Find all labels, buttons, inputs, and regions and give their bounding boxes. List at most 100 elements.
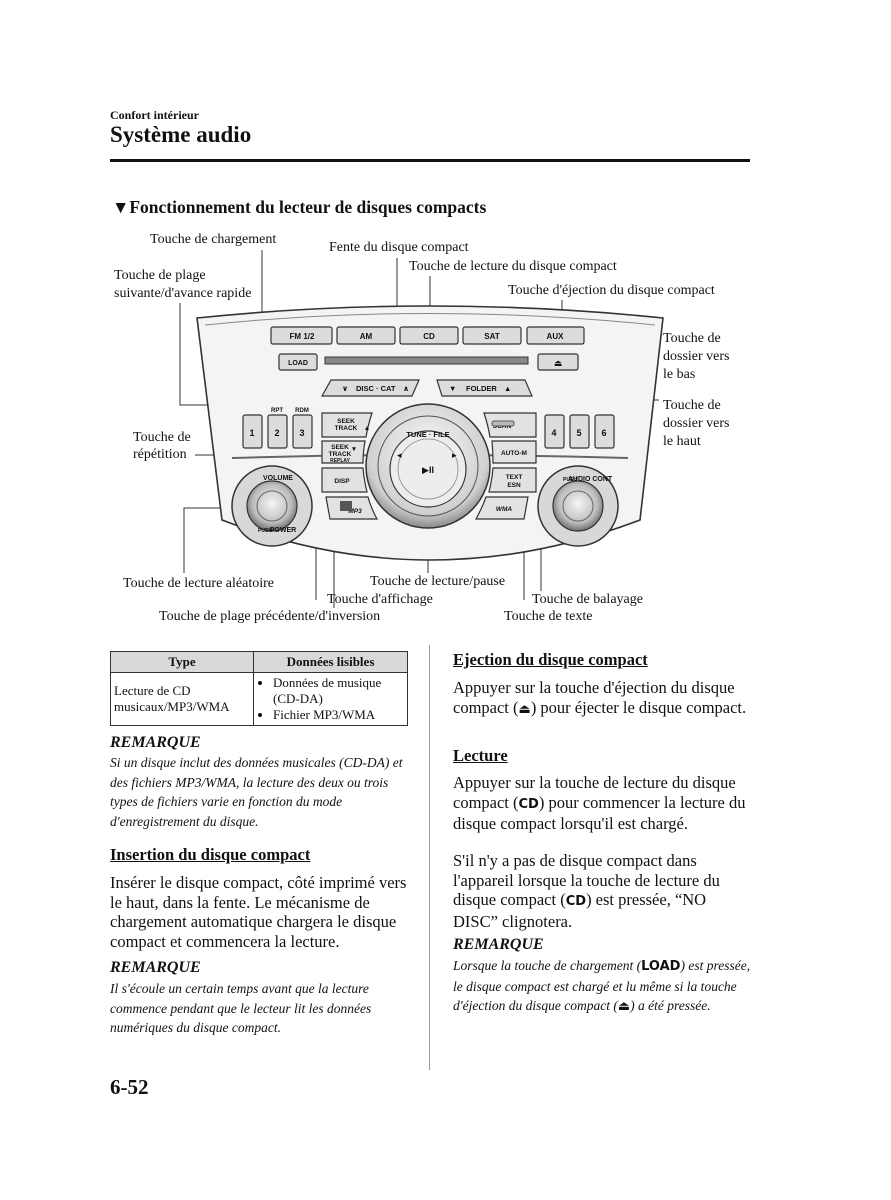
callout-play-pause: Touche de lecture/pause bbox=[370, 574, 506, 589]
play-body: Appuyer sur la touche de lecture du disq… bbox=[453, 773, 746, 833]
section-kicker: Confort intérieur bbox=[110, 108, 199, 122]
disp-button[interactable] bbox=[321, 467, 368, 493]
tune-file-label: TUNE · FILE bbox=[406, 430, 449, 439]
triangle-down-icon: ▼ bbox=[112, 197, 130, 217]
dial-right-arrow-icon: ▸ bbox=[452, 450, 457, 460]
auto-m-label: AUTO-M bbox=[501, 450, 527, 457]
preset-4-button[interactable] bbox=[544, 414, 565, 449]
preset-1-button[interactable] bbox=[242, 414, 263, 449]
folder-label: FOLDER bbox=[466, 384, 497, 393]
callout-folder-down-1: Touche de bbox=[663, 331, 721, 346]
section-heading: ▼Fonctionnement du lecteur de disques co… bbox=[112, 197, 487, 217]
eject-heading: Ejection du disque compact bbox=[453, 650, 648, 669]
callout-track-down: Touche de plage précédente/d'inversion bbox=[159, 609, 381, 624]
scan-indicator bbox=[491, 420, 515, 427]
preset-3-label: 3 bbox=[299, 428, 304, 438]
remark-3-body: Lorsque la touche de chargement (LOAD) e… bbox=[453, 958, 751, 1014]
disc-cat-label: DISC · CAT bbox=[356, 384, 396, 393]
disc-cat-down-icon: ∨ bbox=[342, 384, 348, 393]
callout-cd-play: Touche de lecture du disque compact bbox=[409, 259, 617, 274]
aux-button[interactable] bbox=[526, 326, 585, 345]
cd-icon: CD bbox=[518, 796, 539, 812]
auto-m-button[interactable] bbox=[491, 440, 537, 464]
callout-load: Touche de chargement bbox=[150, 232, 277, 247]
volume-push-label: PUSH bbox=[258, 528, 272, 534]
mp3-label: MP3 bbox=[348, 508, 362, 515]
eject-icon: ⏏ bbox=[518, 701, 531, 717]
list-item: Fichier MP3/WMA bbox=[273, 707, 404, 723]
disc-cat-button[interactable] bbox=[320, 379, 420, 397]
table-header-type: Type bbox=[110, 651, 254, 673]
wma-button[interactable] bbox=[474, 496, 529, 520]
callout-disc-slot: Fente du disque compact bbox=[329, 240, 469, 255]
seek-up-label-2: TRACK bbox=[335, 425, 358, 432]
insert-heading: Insertion du disque compact bbox=[110, 845, 311, 864]
aux-label: AUX bbox=[547, 332, 565, 341]
dial-left-arrow-icon: ◂ bbox=[397, 450, 402, 460]
callout-repeat-2: répétition bbox=[133, 447, 187, 462]
callout-track-up-1: Touche de plage bbox=[114, 268, 206, 283]
preset-5-button[interactable] bbox=[569, 414, 590, 449]
preset-2-button[interactable] bbox=[267, 414, 288, 449]
eject-icon: ⏏ bbox=[617, 999, 631, 1014]
am-button[interactable] bbox=[336, 326, 396, 345]
disc-cat-up-icon: ∧ bbox=[403, 384, 409, 393]
page-number: 6-52 bbox=[110, 1075, 149, 1099]
remark-1-title: REMARQUE bbox=[110, 734, 201, 751]
column-divider bbox=[429, 645, 430, 1070]
callout-folder-up-1: Touche de bbox=[663, 398, 721, 413]
cd-icon: CD bbox=[565, 894, 587, 909]
preset-5-label: 5 bbox=[576, 428, 581, 438]
callout-text: Touche de texte bbox=[504, 609, 593, 624]
preset-6-label: 6 bbox=[601, 428, 606, 438]
preset-3-button[interactable] bbox=[292, 414, 313, 449]
rdm-label: RDM bbox=[295, 408, 309, 414]
wma-label: WMA bbox=[496, 506, 513, 513]
callout-folder-down-3: le bas bbox=[663, 367, 696, 382]
fm-button[interactable] bbox=[270, 326, 333, 345]
preset-6-button[interactable] bbox=[594, 414, 615, 449]
play-pause-icon: ▶II bbox=[422, 465, 434, 475]
preset-4-label: 4 bbox=[551, 428, 556, 438]
scan-label: SCAN bbox=[493, 423, 512, 430]
power-label: POWER bbox=[270, 527, 296, 534]
folder-up-icon: ▲ bbox=[504, 384, 511, 393]
remark-1-body: Si un disque inclut des données musicale… bbox=[110, 755, 403, 829]
sat-label: SAT bbox=[484, 332, 500, 341]
remark-2-title: REMARQUE bbox=[110, 959, 201, 976]
insert-body: Insérer le disque compact, côté imprimé … bbox=[110, 873, 407, 951]
callout-folder-down-2: dossier vers bbox=[663, 349, 730, 364]
rpt-label: RPT bbox=[271, 408, 283, 414]
audio-cont-label: AUDIO CONT bbox=[568, 476, 613, 483]
text-esn-label-1: TEXT bbox=[506, 474, 523, 481]
callout-eject: Touche d'éjection du disque compact bbox=[508, 283, 715, 298]
eject-icon: ⏏ bbox=[554, 358, 563, 368]
seek-down-label-2: TRACK bbox=[329, 451, 352, 458]
audio-panel-illustration: FM 1/2 AM CD SAT AUX LOAD ⏏ ∨ DISC · CAT… bbox=[179, 250, 664, 608]
play-heading: Lecture bbox=[453, 746, 508, 765]
callout-repeat-1: Touche de bbox=[133, 430, 191, 445]
page-title: Système audio bbox=[110, 122, 252, 147]
load-button[interactable] bbox=[278, 353, 318, 371]
remark-3-title: REMARQUE bbox=[453, 936, 544, 953]
seek-down-button[interactable] bbox=[321, 440, 366, 464]
text-esn-button[interactable] bbox=[488, 467, 537, 493]
eject-button[interactable] bbox=[537, 353, 579, 371]
disc-slot bbox=[324, 356, 529, 365]
sat-button[interactable] bbox=[462, 326, 522, 345]
folder-button[interactable] bbox=[436, 379, 533, 397]
disc-logo-icon bbox=[340, 501, 352, 511]
folder-down-icon: ▼ bbox=[449, 384, 456, 393]
disp-label: DISP bbox=[334, 478, 350, 485]
cd-button[interactable] bbox=[399, 326, 459, 345]
seek-up-button[interactable] bbox=[321, 412, 373, 438]
callout-random: Touche de lecture aléatoire bbox=[123, 576, 274, 591]
play-pause-button[interactable] bbox=[389, 430, 467, 508]
eject-body: Appuyer sur la touche d'éjection du disq… bbox=[453, 678, 747, 717]
readable-data-table: Type Données lisibles Lecture de CD musi… bbox=[110, 651, 408, 726]
list-item: Données de musique (CD-DA) bbox=[273, 675, 404, 707]
seek-up-label-1: SEEK bbox=[337, 418, 355, 425]
table-header-data: Données lisibles bbox=[253, 651, 408, 673]
seek-down-arrow-icon: ▼ bbox=[351, 446, 357, 453]
seek-down-label-1: SEEK bbox=[331, 444, 349, 451]
